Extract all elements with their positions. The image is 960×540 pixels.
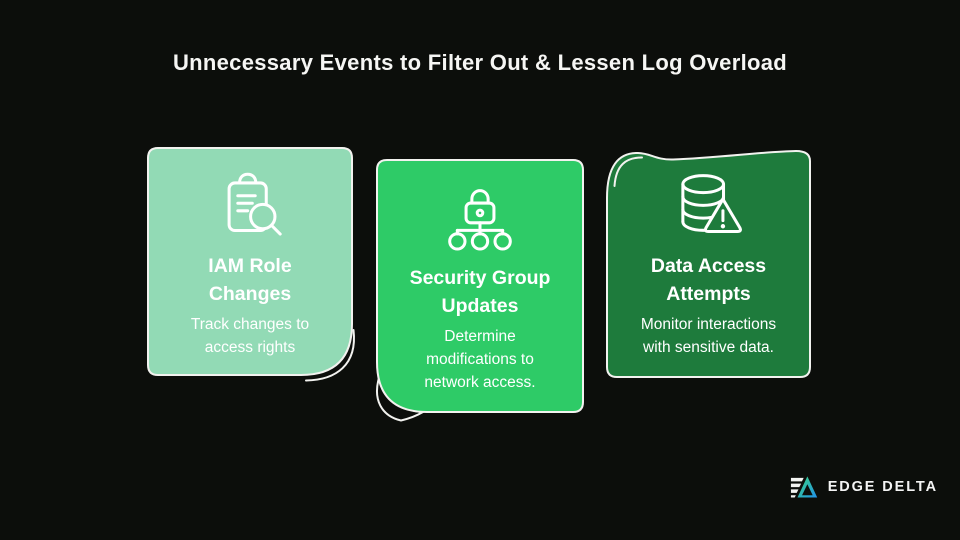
clipboard-search-icon xyxy=(210,169,290,241)
card-iam-role-changes: IAM Role Changes Track changes to access… xyxy=(147,147,355,382)
lock-hierarchy-icon xyxy=(440,181,520,253)
logo-text: EDGE DELTA xyxy=(827,479,938,495)
card-security-group-updates: Security Group Updates Determine modific… xyxy=(376,159,584,422)
edge-delta-logo: EDGE DELTA xyxy=(789,471,938,503)
card-shape-curl-bottom-right xyxy=(147,147,355,382)
card-shape-curl-top-left xyxy=(606,149,811,378)
edge-delta-delta-mark xyxy=(790,475,817,498)
card-title: Security Group Updates xyxy=(409,267,551,317)
card-description: Track changes to access rights xyxy=(190,316,310,356)
database-warning-icon xyxy=(669,169,749,241)
card-title: Data Access Attempts xyxy=(650,255,767,305)
card-description: Determine modifications to network acces… xyxy=(424,328,536,391)
page-title: Unnecessary Events to Filter Out & Lesse… xyxy=(172,50,788,75)
card-title: IAM Role Changes xyxy=(208,255,292,305)
card-shape-curl-bottom-left xyxy=(376,159,584,422)
card-description: Monitor interactions with sensitive data… xyxy=(640,316,777,356)
card-data-access-attempts: Data Access Attempts Monitor interaction… xyxy=(606,148,811,378)
